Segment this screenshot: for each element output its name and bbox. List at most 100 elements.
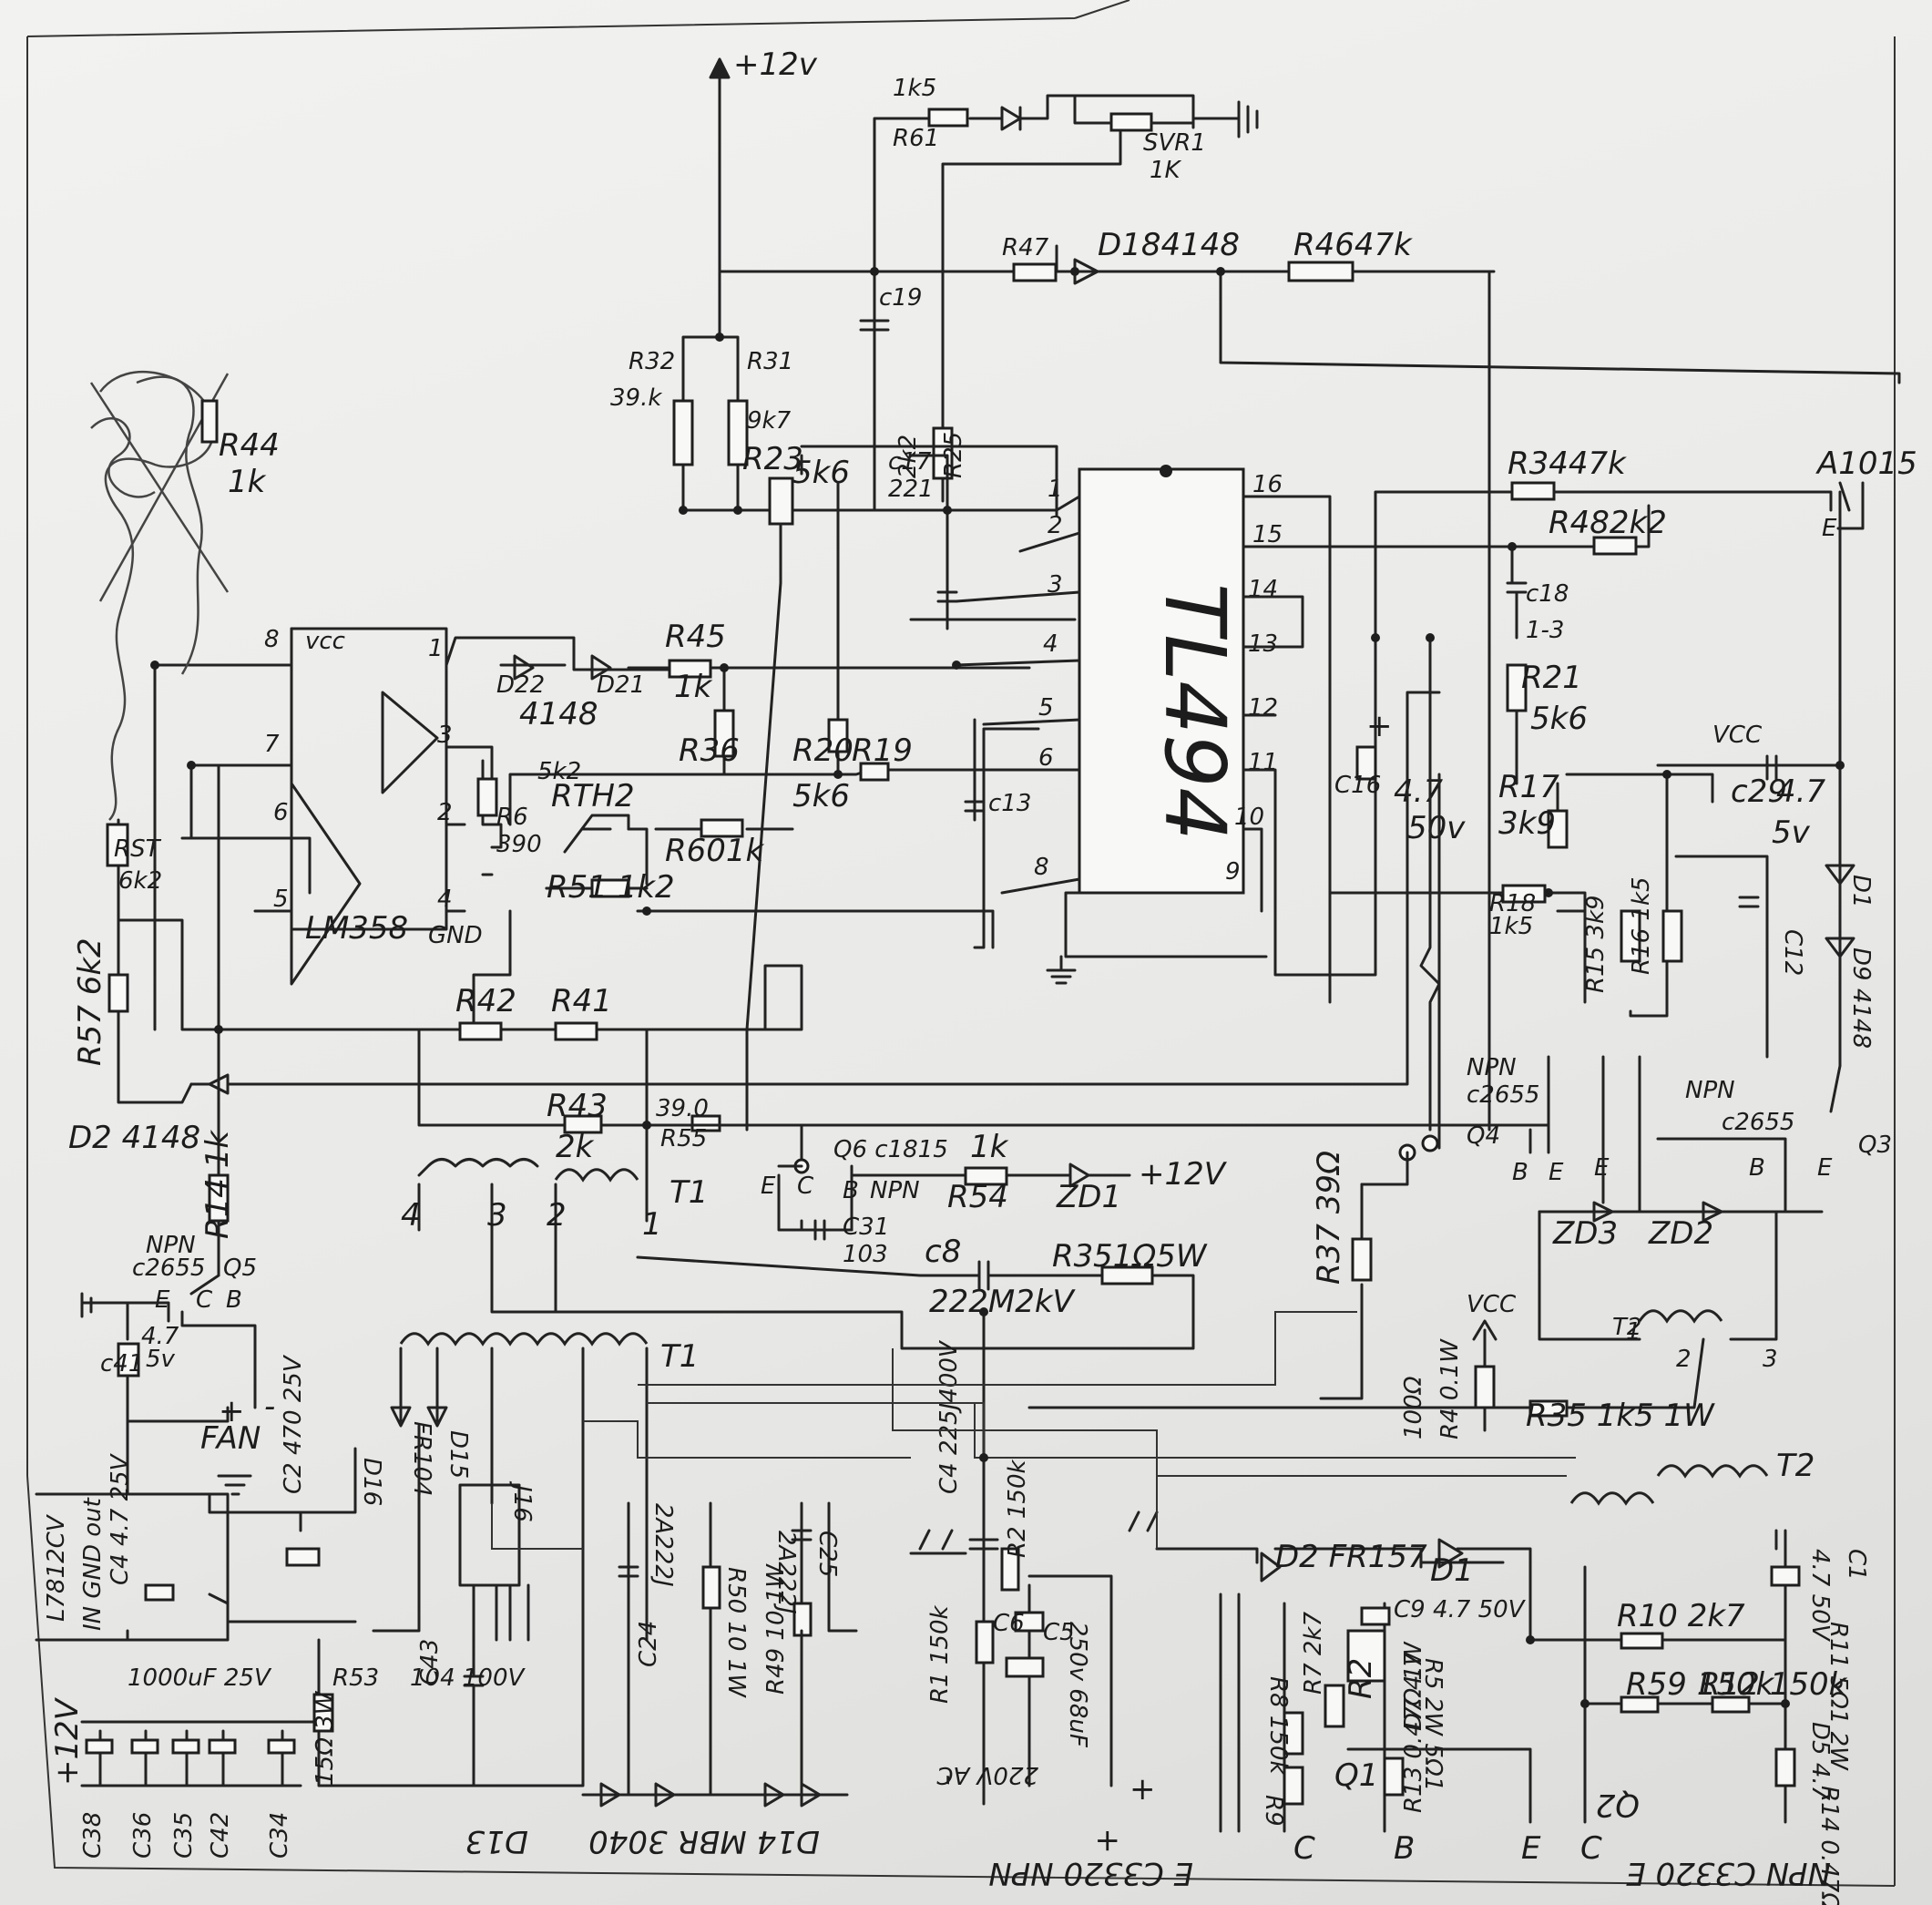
c31-value: 103 xyxy=(843,1241,888,1268)
r17-value: 3k9 xyxy=(1498,805,1556,842)
r3-value: 51Ω5W xyxy=(1093,1238,1208,1275)
r12-label: R12 150k xyxy=(1699,1666,1848,1703)
r43-label: R43 xyxy=(547,1088,608,1124)
c41-volts: 5v xyxy=(146,1346,176,1373)
c43-value: 104 100V xyxy=(410,1664,526,1692)
r18-value: 1k5 xyxy=(1489,913,1533,940)
c25-value: 2A222J xyxy=(772,1531,800,1614)
c18-value: 1-3 xyxy=(1526,617,1564,644)
q3-b: B xyxy=(1749,1154,1765,1182)
npn-q3: NPN xyxy=(1685,1077,1735,1104)
v12-out-label: +12V xyxy=(49,1696,86,1786)
d2-label: D2 4148 xyxy=(68,1120,200,1156)
r50-label: R50 10 1W xyxy=(722,1567,750,1698)
d13-label: D13 xyxy=(465,1823,528,1859)
rectifier-snubbers: 2A222J C24 R50 10 1W 2A222J C25 R49 10 1… xyxy=(465,1501,858,1859)
svr1-value: 1K xyxy=(1150,157,1182,184)
svg-text:10: 10 xyxy=(1234,804,1264,831)
c38-label: C38 xyxy=(79,1812,107,1859)
d7-label: D7 4.7 xyxy=(1400,1652,1427,1731)
d16-label: D16 xyxy=(358,1458,385,1506)
r14b-label: R14 0.47Ω 1W xyxy=(1815,1786,1843,1905)
c29-volts: 5v xyxy=(1772,814,1811,851)
vcc-12-label: +12V xyxy=(1139,1156,1228,1193)
r34-label: R3447k xyxy=(1508,446,1627,482)
svg-text:5: 5 xyxy=(273,886,289,913)
vcc-pin-label: vcc xyxy=(305,628,345,655)
c41-label: c41 xyxy=(100,1350,143,1378)
npn-q4: NPN xyxy=(1467,1054,1517,1081)
r53-value: 15Ω 3W xyxy=(312,1690,339,1786)
c1-value: 4.7 50V xyxy=(1806,1549,1834,1643)
c24-value: 2A222J xyxy=(649,1503,677,1587)
q4-label: Q4 xyxy=(1467,1122,1500,1150)
c6-label: C6 xyxy=(993,1610,1025,1637)
c19-label: c19 xyxy=(879,284,922,312)
c16-plus: + xyxy=(1366,708,1393,744)
r5-label: R5 2W 5Ω1 xyxy=(1419,1658,1446,1791)
svg-text:16: 16 xyxy=(1252,471,1283,498)
vcc-top-label: +12v xyxy=(733,46,818,83)
c8-label: c8 xyxy=(925,1234,961,1270)
t2-pin2-label: 2 xyxy=(1676,1346,1692,1373)
interconnect xyxy=(491,1311,1576,1550)
r17-label: R17 xyxy=(1498,769,1559,805)
r4-r35: VCC 100Ω R4 0.1W R35 1k5 1W xyxy=(1027,1291,1715,1439)
vcc-r4: VCC xyxy=(1467,1291,1517,1318)
r20-value: 5k6 xyxy=(792,778,850,814)
q5-e: E xyxy=(155,1286,170,1314)
svg-text:7: 7 xyxy=(264,731,280,758)
j16-label: J16 xyxy=(508,1480,536,1522)
c2655-q4: c2655 xyxy=(1467,1081,1539,1109)
r19-label: R19 xyxy=(852,732,913,769)
t2-small-label: T2 xyxy=(1612,1314,1641,1341)
svg-text:6: 6 xyxy=(1038,744,1054,772)
t1-pin4: 4 xyxy=(401,1197,421,1234)
lm358-pins: 876 513 24 xyxy=(264,626,453,913)
c5c6-label: 250v 68uF xyxy=(1064,1622,1091,1748)
d15-label: D15 xyxy=(445,1430,472,1479)
c31-label: C31 xyxy=(843,1214,889,1241)
rth2-label: RTH2 xyxy=(551,778,635,814)
r8-label: R8 150k xyxy=(1264,1676,1292,1775)
d-4148-label: 4148 xyxy=(519,696,598,732)
plus-ac: + xyxy=(1095,1823,1121,1859)
npn-q5: NPN xyxy=(146,1232,196,1259)
r4-label: R4 0.1W xyxy=(1436,1338,1464,1439)
c29-label: c29 xyxy=(1731,773,1787,810)
t1-pin2: 2 xyxy=(547,1197,567,1234)
output-caps: 1000uF 25V R53 15Ω 3W +12V C38 C36 C35 C… xyxy=(49,1638,585,1859)
fr104-label: FR104 xyxy=(408,1421,435,1497)
t1-pin1: 1 xyxy=(642,1206,662,1243)
c16-volts: 50v xyxy=(1407,810,1466,846)
c13-label: c13 xyxy=(988,790,1031,817)
q5-c: C xyxy=(196,1286,213,1314)
q2-e-label: E xyxy=(1521,1830,1541,1867)
q3-label: Q3 xyxy=(1858,1132,1892,1159)
q4-e: E xyxy=(1549,1159,1564,1186)
c16-value: 4.7 xyxy=(1394,773,1443,810)
r44-label: R44 xyxy=(219,427,280,464)
svg-text:3: 3 xyxy=(1048,571,1063,599)
svg-text:2: 2 xyxy=(1048,512,1063,539)
zd3-label: ZD3 xyxy=(1552,1215,1618,1252)
q6-c: C xyxy=(797,1173,814,1200)
r2-label: R2 150k xyxy=(1004,1459,1031,1558)
t1-secondary: T1 D16 FR104 D15 J16 xyxy=(358,1332,699,1642)
c17-value: 221 xyxy=(888,476,934,503)
r31-value: 9k7 xyxy=(747,407,792,435)
r6-value: 390 xyxy=(496,831,542,858)
pin-e-a1015: E xyxy=(1822,515,1837,542)
svg-text:13: 13 xyxy=(1248,630,1278,658)
r35-label: R35 1k5 1W xyxy=(1526,1398,1715,1434)
r48-label: R482k2 xyxy=(1549,505,1667,541)
r54-value: 1k xyxy=(970,1129,1009,1165)
q2-c-label: C xyxy=(1580,1830,1602,1867)
r59-label: R59 150k xyxy=(1626,1666,1775,1703)
q2-label: Q2 xyxy=(1596,1787,1640,1823)
q6-b: B xyxy=(843,1177,859,1204)
r53-label: R53 xyxy=(332,1664,379,1692)
svg-text:1: 1 xyxy=(428,635,444,662)
svg-text:11: 11 xyxy=(1248,749,1278,776)
